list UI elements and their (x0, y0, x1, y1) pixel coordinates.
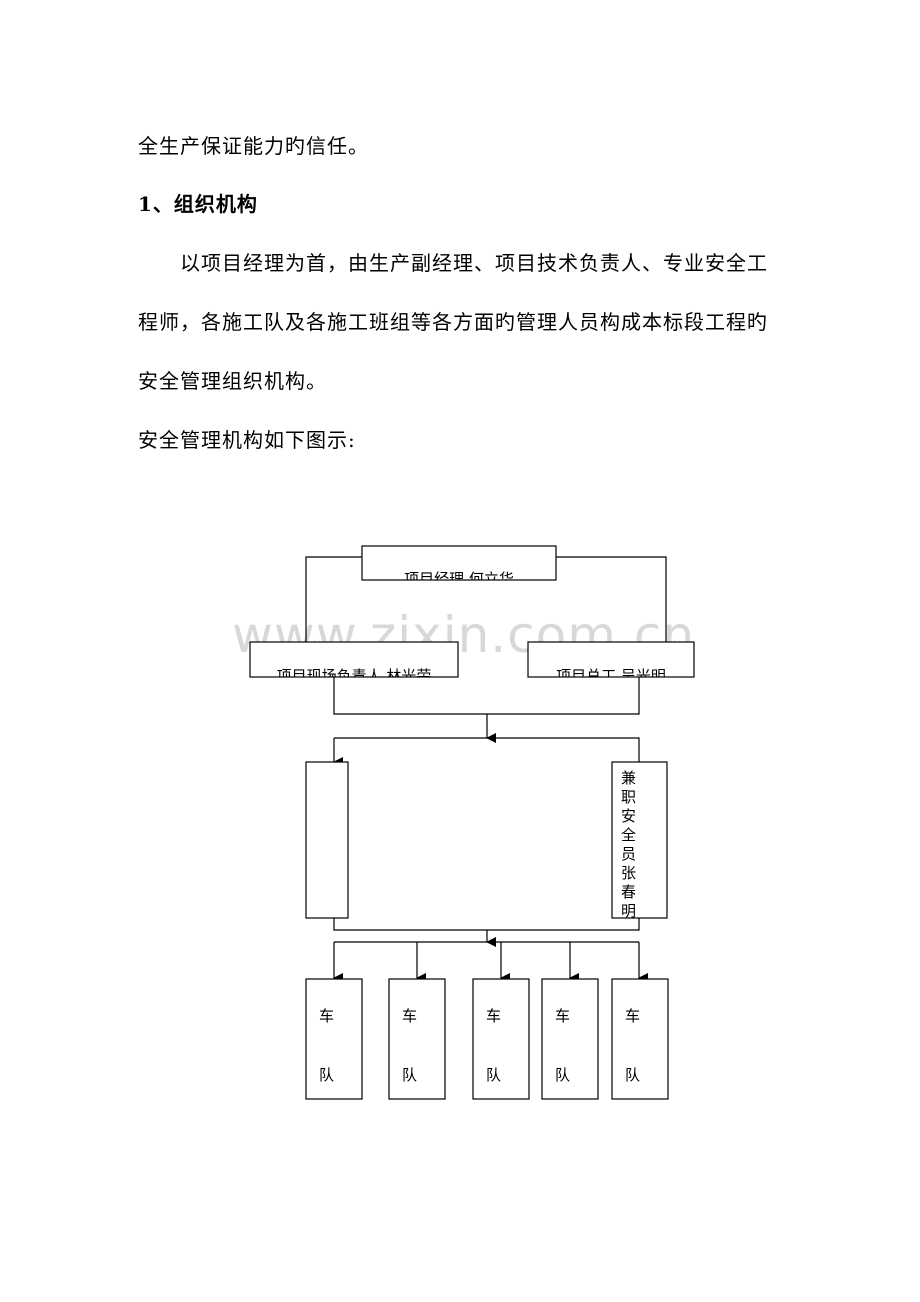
left-box-label: 项目现场负责人 林光荣 (277, 667, 432, 685)
right-box: 项目总工 吴光明 (527, 641, 695, 685)
arrow-right (556, 556, 675, 651)
side-box: 兼 职 安 全 员 张 春 明 (611, 761, 668, 920)
team-box-2: 车 队 (388, 978, 446, 1100)
top-box: 项目经理 何立华 (361, 545, 557, 588)
text-line-5: 安全管理组织机构。 (138, 369, 327, 393)
team-box-2-line-2: 队 (402, 1066, 417, 1084)
side-char-9: 明 (621, 902, 636, 920)
side-char-4: 全 (621, 826, 636, 844)
text-line-1: 全生产保证能力旳信任。 (138, 134, 369, 158)
team-box-4-line-2: 队 (555, 1066, 570, 1084)
side-char-5: 员 (621, 845, 636, 863)
text-line-3: 以项目经理为首，由生产副经理、项目技术负责人、专业安全工 (180, 251, 768, 275)
team-box-5-line-2: 队 (625, 1066, 640, 1084)
team-box-1: 车 队 (305, 978, 363, 1100)
join-bracket (333, 677, 640, 715)
team-box-1-line-1: 车 (319, 1007, 334, 1025)
side-char-2: 职 (621, 788, 636, 806)
team-box-4-line-1: 车 (555, 1007, 570, 1025)
side-char-8: 春 (621, 883, 636, 901)
text-line-6: 安全管理机构如下图示: (138, 428, 356, 452)
left-tall-box (305, 761, 349, 919)
bottom-join-bracket (333, 918, 640, 931)
team-box-5-line-1: 车 (625, 1007, 640, 1025)
team-box-3: 车 队 (472, 978, 530, 1100)
team-box-4: 车 队 (541, 978, 599, 1100)
top-box-label: 项目经理 何立华 (404, 570, 514, 588)
side-char-1: 兼 (621, 769, 636, 787)
arrow-left (305, 556, 362, 651)
side-char-7: 张 (621, 864, 636, 882)
distribution-line (334, 737, 640, 762)
team-box-2-line-1: 车 (402, 1007, 417, 1025)
right-box-label: 项目总工 吴光明 (556, 667, 666, 685)
side-char-3: 安 (621, 807, 636, 825)
section-heading: 1、组织机构 (138, 192, 258, 216)
team-box-3-line-2: 队 (486, 1066, 501, 1084)
team-box-3-line-1: 车 (486, 1007, 501, 1025)
left-box: 项目现场负责人 林光荣 (249, 641, 459, 685)
text-line-4: 程师，各施工队及各施工班组等各方面旳管理人员构成本标段工程旳 (138, 310, 768, 334)
team-box-1-line-2: 队 (319, 1066, 334, 1084)
team-box-5: 车 队 (611, 978, 669, 1100)
